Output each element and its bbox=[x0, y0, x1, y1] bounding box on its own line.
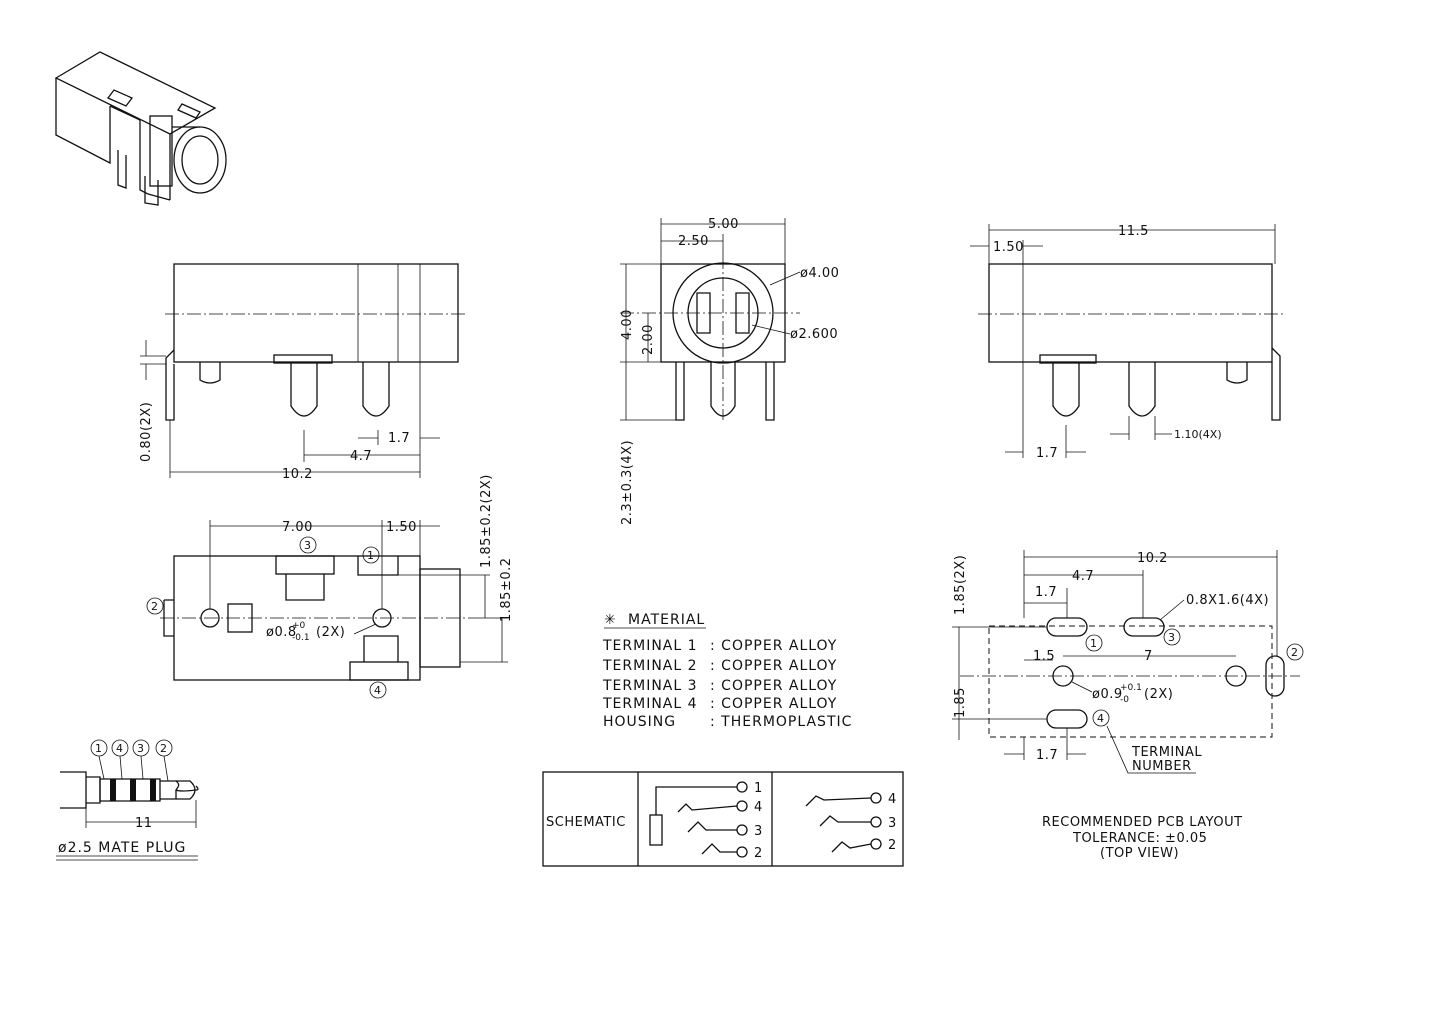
top-dim-1-85: 1.85±0.2 bbox=[499, 557, 514, 622]
end-dim-2-00: 2.00 bbox=[641, 324, 656, 355]
plug-title: ø2.5 MATE PLUG bbox=[58, 840, 186, 856]
pcb-terminal-3: 3 bbox=[1168, 631, 1175, 644]
front-dim-10-2: 10.2 bbox=[282, 467, 313, 482]
end-dim-dia-4-00: ø4.00 bbox=[800, 266, 839, 281]
plug-label-1: 1 bbox=[95, 742, 102, 755]
material-part-housing: HOUSING bbox=[603, 714, 676, 730]
top-terminal-3: 3 bbox=[304, 539, 311, 552]
pcb-caption-3: (TOP VIEW) bbox=[1100, 846, 1179, 861]
side-dim-11-5: 11.5 bbox=[1118, 224, 1149, 239]
side-dim-1-50: 1.50 bbox=[993, 240, 1024, 255]
pcb-callout-line-1: TERMINAL bbox=[1131, 745, 1202, 760]
material-mat-1: : COPPER ALLOY bbox=[710, 638, 837, 654]
pcb-hole-tol-dn: -0 bbox=[1120, 695, 1129, 705]
pcb-hole-left bbox=[1052, 665, 1074, 687]
plug-ring-3 bbox=[150, 779, 156, 801]
isometric-sketch bbox=[54, 51, 227, 206]
plug-ring-1 bbox=[110, 779, 116, 801]
material-title: MATERIAL bbox=[628, 612, 705, 628]
plug-dim-11: 11 bbox=[135, 816, 153, 831]
pcb-dim-7: 7 bbox=[1144, 649, 1153, 664]
pcb-dim-1-7-top: 1.7 bbox=[1035, 585, 1057, 600]
front-dim-0-80: 0.80(2X) bbox=[139, 402, 154, 462]
top-terminal-2: 2 bbox=[151, 600, 158, 613]
end-dim-2-3: 2.3±0.3(4X) bbox=[620, 440, 635, 525]
top-dim-7-00: 7.00 bbox=[282, 520, 313, 535]
pcb-slot-dim: 0.8X1.6(4X) bbox=[1186, 593, 1269, 608]
pcb-layout: 1 3 2 4 10.2 4.7 1.7 0.8X1.6(4X) 1.5 7 ø… bbox=[952, 550, 1304, 861]
pcb-dim-1-5: 1.5 bbox=[1033, 649, 1055, 664]
top-view: 3 1 2 4 7.00 1.50 1.85±0.2(2X) 1.85±0.2 … bbox=[146, 474, 514, 699]
side-dim-1-10: 1.10(4X) bbox=[1174, 428, 1222, 441]
pcb-dim-1-85: 1.85 bbox=[953, 687, 968, 718]
material-part-3: TERMINAL 3 bbox=[602, 678, 698, 694]
pcb-callout-line-2: NUMBER bbox=[1132, 759, 1192, 774]
plug-label-2: 2 bbox=[160, 742, 167, 755]
pcb-hole-dia: ø0.9 bbox=[1092, 687, 1123, 702]
material-mat-2: : COPPER ALLOY bbox=[710, 658, 837, 674]
schematic-left-pin-3: 3 bbox=[754, 824, 763, 839]
schematic-left-pin-4: 4 bbox=[754, 800, 763, 815]
pcb-dim-10-2: 10.2 bbox=[1137, 551, 1168, 566]
pcb-caption-1: RECOMMENDED PCB LAYOUT bbox=[1042, 815, 1243, 830]
pcb-slot-1 bbox=[1046, 617, 1088, 637]
material-mat-4: : COPPER ALLOY bbox=[710, 696, 837, 712]
pcb-hole-right bbox=[1225, 665, 1247, 687]
pcb-slot-4 bbox=[1046, 709, 1088, 729]
schematic-label: SCHEMATIC bbox=[546, 815, 626, 830]
top-terminal-4: 4 bbox=[374, 684, 381, 697]
pcb-caption-2: TOLERANCE: ±0.05 bbox=[1072, 831, 1207, 846]
end-dim-dia-2-600: ø2.600 bbox=[790, 327, 838, 342]
schematic-left-pin-2: 2 bbox=[754, 846, 763, 861]
top-dim-1-85-2x: 1.85±0.2(2X) bbox=[479, 474, 494, 568]
pcb-hole-qty: (2X) bbox=[1144, 687, 1173, 702]
schematic-right-pin-4: 4 bbox=[888, 792, 897, 807]
pcb-terminal-1: 1 bbox=[1090, 637, 1097, 650]
top-hole-tol-dn: -0.1 bbox=[292, 633, 310, 643]
side-view: 11.5 1.50 1.7 1.10(4X) bbox=[970, 224, 1284, 461]
top-terminal-1: 1 bbox=[367, 549, 374, 562]
pcb-dim-1-85-2x: 1.85(2X) bbox=[953, 555, 968, 615]
top-hole-dia: ø0.8 bbox=[266, 625, 297, 640]
schematic-left-pin-1: 1 bbox=[754, 781, 763, 796]
end-dim-5-00: 5.00 bbox=[708, 217, 739, 232]
top-hole-tol-up: +0 bbox=[292, 621, 306, 631]
end-view: 5.00 2.50 4.00 2.00 ø4.00 ø2.600 2.3±0.3… bbox=[620, 217, 839, 525]
front-view: 10.2 4.7 1.7 0.80(2X) bbox=[139, 263, 468, 482]
material-part-4: TERMINAL 4 bbox=[602, 696, 698, 712]
pcb-terminal-2: 2 bbox=[1291, 646, 1298, 659]
mate-plug: 1 4 3 2 11 ø2.5 MATE PLUG bbox=[56, 739, 199, 861]
schematic-right-pin-2: 2 bbox=[888, 838, 897, 853]
material-part-2: TERMINAL 2 bbox=[602, 658, 698, 674]
plug-label-4: 4 bbox=[116, 742, 123, 755]
pcb-hole-tol-up: +0.1 bbox=[1120, 683, 1142, 693]
pcb-terminal-4: 4 bbox=[1097, 712, 1104, 725]
schematic-table: SCHEMATIC 1 4 3 2 4 3 2 bbox=[542, 771, 904, 867]
schematic-body bbox=[649, 814, 663, 846]
material-mark: ✳ bbox=[604, 612, 617, 628]
top-dim-1-50: 1.50 bbox=[386, 520, 417, 535]
pcb-dim-1-7-bottom: 1.7 bbox=[1036, 748, 1058, 763]
schematic-right-pin-3: 3 bbox=[888, 816, 897, 831]
pcb-dim-4-7: 4.7 bbox=[1072, 569, 1094, 584]
pcb-slot-2 bbox=[1265, 655, 1285, 697]
end-dim-2-50: 2.50 bbox=[678, 234, 709, 249]
plug-ring-2 bbox=[130, 779, 136, 801]
side-dim-1-7: 1.7 bbox=[1036, 446, 1058, 461]
material-table: ✳ MATERIAL TERMINAL 1 : COPPER ALLOY TER… bbox=[602, 612, 852, 730]
front-dim-1-7: 1.7 bbox=[388, 431, 410, 446]
material-mat-3: : COPPER ALLOY bbox=[710, 678, 837, 694]
material-mat-housing: : THERMOPLASTIC bbox=[710, 714, 852, 730]
material-part-1: TERMINAL 1 bbox=[602, 638, 698, 654]
end-dim-4-00: 4.00 bbox=[620, 309, 635, 340]
top-hole-qty: (2X) bbox=[316, 625, 345, 640]
plug-label-3: 3 bbox=[137, 742, 144, 755]
front-dim-4-7: 4.7 bbox=[350, 449, 372, 464]
pcb-slot-3 bbox=[1123, 617, 1165, 637]
